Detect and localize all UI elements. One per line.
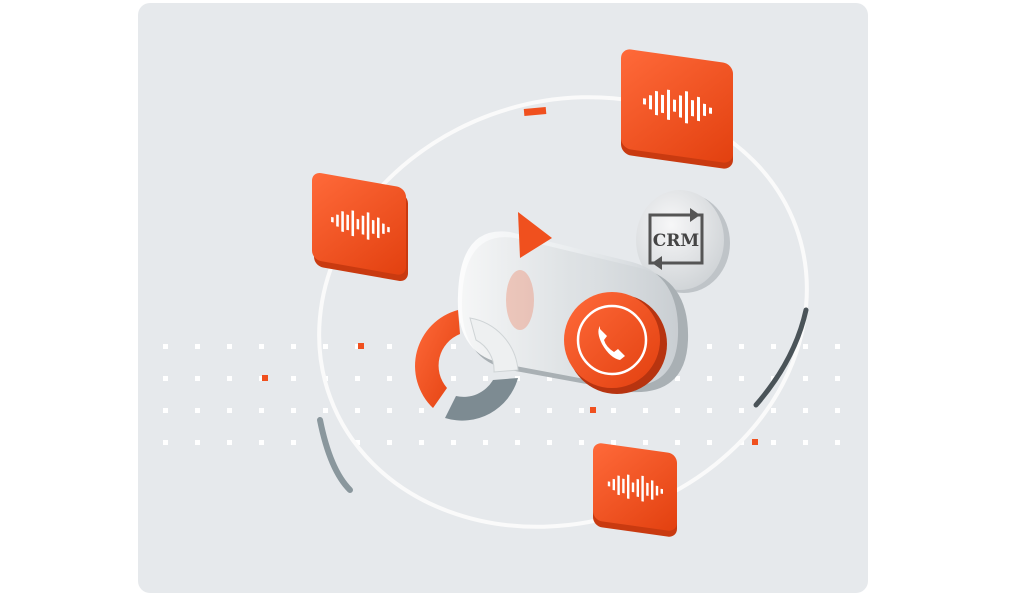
- grid-dot: [387, 344, 392, 349]
- grid-dot: [515, 440, 520, 445]
- grid-dot: [419, 408, 424, 413]
- orbit-accent-gray: [317, 417, 353, 493]
- grid-dot: [611, 440, 616, 445]
- grid-dot: [835, 440, 840, 445]
- grid-dot: [291, 408, 296, 413]
- donut-chart-icon: [415, 310, 519, 421]
- grid-dot: [227, 440, 232, 445]
- grid-dot: [675, 376, 680, 381]
- sync-arrows-icon: [648, 213, 704, 265]
- grid-dot: [387, 376, 392, 381]
- grid-dot: [195, 344, 200, 349]
- grid-dot: [291, 376, 296, 381]
- grid-dot: [451, 376, 456, 381]
- grid-dot: [259, 408, 264, 413]
- play-icon: [518, 212, 552, 258]
- grid-dot-accent: [590, 407, 596, 413]
- grid-dot: [803, 440, 808, 445]
- sound-wave-card-top: [621, 49, 733, 169]
- grid-dot: [771, 408, 776, 413]
- phone-icon: [598, 326, 625, 360]
- grid-dot: [707, 408, 712, 413]
- grid-dot: [451, 440, 456, 445]
- sound-wave-card-bottom: [593, 443, 677, 537]
- grid-dot: [803, 376, 808, 381]
- grid-dot: [611, 408, 616, 413]
- orbit-accent-orange: [523, 107, 547, 116]
- call-analytics-illustration: CRM: [163, 49, 840, 537]
- grid-dot: [771, 344, 776, 349]
- sound-wave-card-left: [312, 172, 408, 282]
- grid-dot: [835, 408, 840, 413]
- grid-dot: [803, 344, 808, 349]
- grid-dot: [291, 344, 296, 349]
- grid-dot-accent: [262, 375, 268, 381]
- grid-dot-accent: [358, 343, 364, 349]
- orbit-accent-dark: [753, 307, 809, 408]
- phone-call-button: [564, 292, 667, 394]
- grid-dot: [227, 344, 232, 349]
- grid-dot: [803, 408, 808, 413]
- grid-dot: [259, 376, 264, 381]
- grid-dot: [643, 408, 648, 413]
- grid-dot: [547, 408, 552, 413]
- crm-badge: CRM: [636, 190, 730, 293]
- grid-dot: [771, 440, 776, 445]
- grid-dot: [579, 440, 584, 445]
- grid-dot: [739, 344, 744, 349]
- grid-dot: [419, 440, 424, 445]
- grid-dot: [643, 440, 648, 445]
- grid-dot: [739, 376, 744, 381]
- grid-dot: [675, 408, 680, 413]
- grid-dot: [387, 440, 392, 445]
- grid-dot-accent: [752, 439, 758, 445]
- grid-dot: [707, 376, 712, 381]
- grid-dot: [259, 344, 264, 349]
- grid-dot: [387, 408, 392, 413]
- grid-dot: [227, 408, 232, 413]
- grid-dot: [739, 408, 744, 413]
- grid-dot: [547, 440, 552, 445]
- grid-dot: [323, 344, 328, 349]
- grid-dot: [355, 376, 360, 381]
- grid-dot: [195, 376, 200, 381]
- grid-dot: [707, 344, 712, 349]
- grid-dot: [323, 408, 328, 413]
- grid-dot: [707, 440, 712, 445]
- grid-dot: [195, 408, 200, 413]
- grid-dot: [835, 344, 840, 349]
- grid-dot: [355, 440, 360, 445]
- grid-dot: [163, 376, 168, 381]
- grid-dot: [483, 376, 488, 381]
- grid-dot: [355, 344, 360, 349]
- grid-dot: [483, 440, 488, 445]
- grid-dot: [579, 408, 584, 413]
- grid-dot: [675, 440, 680, 445]
- grid-dot: [163, 440, 168, 445]
- grid-dot: [227, 376, 232, 381]
- grid-dot: [355, 408, 360, 413]
- grid-dot: [451, 344, 456, 349]
- crm-label: CRM: [653, 231, 700, 251]
- grid-dot: [291, 440, 296, 445]
- grid-dot: [163, 408, 168, 413]
- grid-dot: [195, 440, 200, 445]
- grid-dot: [515, 408, 520, 413]
- grid-dot: [835, 376, 840, 381]
- grid-dot: [163, 344, 168, 349]
- grid-dot: [547, 376, 552, 381]
- dot-grid: [163, 343, 840, 445]
- grid-dot: [259, 440, 264, 445]
